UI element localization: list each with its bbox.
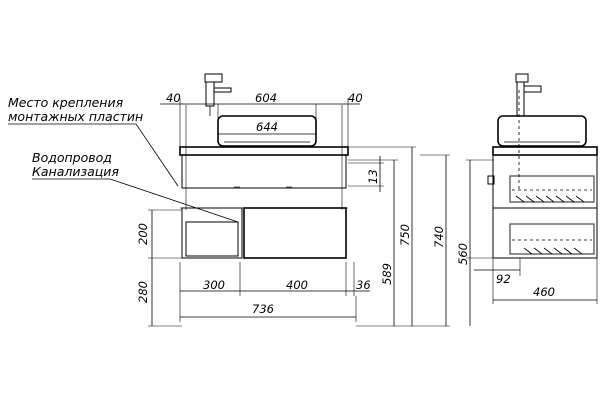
basin: [217, 115, 317, 147]
dim-400: 400: [286, 278, 308, 292]
mounting-plates-callout: Место крепления монтажных пластин: [8, 95, 179, 187]
dim-40-left: 40: [166, 91, 181, 105]
mounting-note-line1: Место крепления: [8, 95, 124, 110]
side-basin: [497, 115, 587, 147]
dim-736: 736: [252, 302, 274, 316]
side-view: [487, 73, 598, 259]
upper-drawer: [181, 154, 347, 189]
dim-604: 604: [255, 91, 277, 105]
faucet: [204, 73, 232, 116]
front-view: [179, 73, 349, 259]
dim-750: 750: [398, 224, 412, 246]
mounting-note-line2: монтажных пластин: [8, 109, 143, 124]
side-faucet: [515, 73, 542, 117]
dim-740: 740: [432, 226, 446, 248]
front-dimensions: 40 604 40 644 200 280 300 400 36 736 13 …: [136, 91, 450, 327]
mesh-drawer: [243, 207, 347, 259]
water-note-line1: Водопровод: [32, 150, 112, 165]
side-dimensions: 560 92 460: [456, 159, 598, 326]
dim-92: 92: [496, 272, 511, 286]
dim-13: 13: [366, 169, 380, 184]
dim-36: 36: [356, 278, 371, 292]
water-note-line2: Канализация: [32, 164, 119, 179]
dim-300: 300: [203, 278, 225, 292]
dim-589: 589: [380, 263, 394, 285]
lower-left-shelf: [181, 207, 243, 259]
side-body: [492, 154, 598, 259]
dim-644: 644: [256, 120, 278, 134]
dim-460: 460: [533, 285, 555, 299]
dim-280: 280: [136, 281, 150, 303]
dim-40-right: 40: [348, 91, 363, 105]
countertop: [179, 146, 349, 156]
dim-200: 200: [136, 223, 150, 245]
dim-560: 560: [456, 243, 470, 265]
plumbing-callout: Водопровод Канализация: [32, 150, 239, 223]
